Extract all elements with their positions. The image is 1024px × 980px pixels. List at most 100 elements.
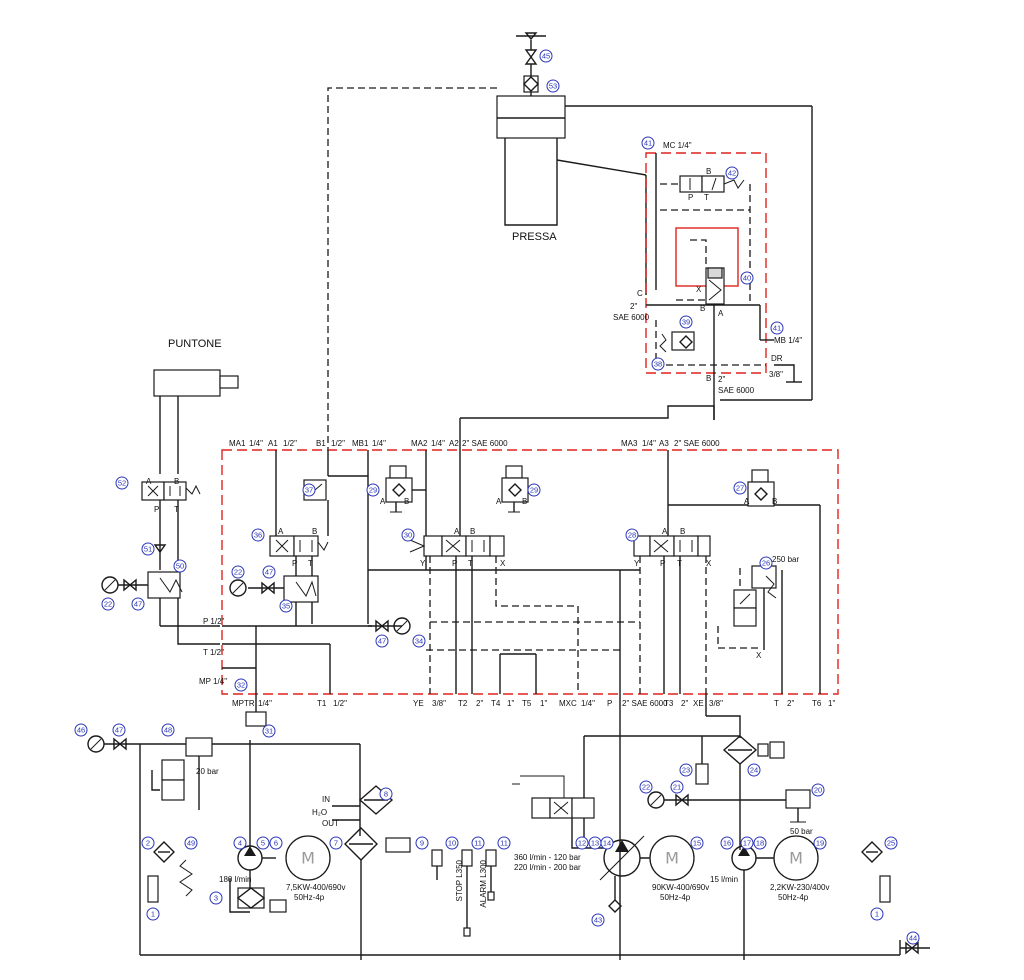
port-labels: MC 1/4" C 2" SAE 6000 MB 1/4" DR 3/8" B … [146,141,835,908]
balloon-52: 52 [115,476,129,490]
svg-text:B: B [706,374,711,383]
svg-text:1/4": 1/4" [642,439,656,448]
svg-text:A: A [718,309,724,318]
balloon-43: 43 [591,913,605,927]
balloon-27: 27 [733,481,747,495]
balloon-41: 41 [770,321,784,335]
svg-text:T: T [704,193,709,202]
balloon-8: 8 [379,787,393,801]
svg-text:2": 2" [718,375,725,384]
svg-text:1/4": 1/4" [581,699,595,708]
balloon-9: 9 [415,836,429,850]
svg-text:MB 1/4": MB 1/4" [774,336,802,345]
svg-text:5: 5 [261,839,265,848]
balloon-35: 35 [279,599,293,613]
svg-text:3/8": 3/8" [769,370,783,379]
balloon-20: 20 [811,783,825,797]
motor-90kw: M [649,835,695,881]
svg-text:B: B [700,304,705,313]
svg-text:14: 14 [603,839,611,848]
balloon-1: 1 [870,907,884,921]
svg-text:2" SAE 6000: 2" SAE 6000 [622,699,668,708]
svg-text:44: 44 [909,934,917,943]
balloon-4: 4 [233,836,247,850]
svg-text:M: M [789,849,803,868]
svg-text:21: 21 [673,783,681,792]
svg-text:P: P [154,505,159,514]
svg-text:1/4": 1/4" [258,699,272,708]
balloon-17: 17 [740,836,754,850]
svg-text:29: 29 [530,486,538,495]
svg-text:YE: YE [413,699,424,708]
svg-text:T: T [774,699,779,708]
svg-text:2,2KW-230/400v: 2,2KW-230/400v [770,883,829,892]
svg-text:B: B [522,497,527,506]
balloon-28: 28 [625,528,639,542]
pump-lines [245,694,811,960]
balloon-29: 29 [366,483,380,497]
svg-text:10: 10 [448,839,456,848]
svg-text:1": 1" [540,699,547,708]
svg-text:A: A [146,477,152,486]
svg-text:T2: T2 [458,699,468,708]
balloon-44: 44 [906,931,920,945]
balloon-15: 15 [690,836,704,850]
balloon-22: 22 [639,780,653,794]
svg-text:11: 11 [474,839,482,848]
svg-text:1": 1" [507,699,514,708]
svg-text:MA1: MA1 [229,439,246,448]
balloon-39: 39 [679,315,693,329]
svg-text:39: 39 [682,318,690,327]
svg-text:53: 53 [549,82,557,91]
balloon-12: 12 [575,836,589,850]
svg-text:A1: A1 [268,439,278,448]
balloon-18: 18 [753,836,767,850]
balloon-21: 21 [670,780,684,794]
svg-text:T: T [468,559,473,568]
svg-text:M: M [665,849,679,868]
balloon-29: 29 [527,483,541,497]
svg-text:26: 26 [762,559,770,568]
svg-text:22: 22 [642,783,650,792]
svg-text:DR: DR [771,354,783,363]
svg-text:B: B [680,527,685,536]
svg-text:28: 28 [628,531,636,540]
svg-text:50 bar: 50 bar [790,827,813,836]
svg-text:50Hz-4p: 50Hz-4p [294,893,325,902]
svg-text:A: A [380,497,386,506]
svg-text:1/2": 1/2" [331,439,345,448]
svg-text:B: B [772,497,777,506]
svg-text:T: T [174,505,179,514]
svg-text:9: 9 [420,839,424,848]
svg-text:49: 49 [187,839,195,848]
svg-text:31: 31 [265,727,273,736]
svg-text:220 l/min - 200 bar: 220 l/min - 200 bar [514,863,581,872]
svg-text:T: T [308,559,313,568]
pump-group-1: M [140,740,411,960]
svg-text:50: 50 [176,562,184,571]
svg-text:MPTR: MPTR [232,699,255,708]
svg-text:45: 45 [542,52,550,61]
svg-text:52: 52 [118,479,126,488]
svg-text:50Hz-4p: 50Hz-4p [778,893,809,902]
svg-text:18: 18 [756,839,764,848]
svg-text:T1: T1 [317,699,327,708]
svg-text:MA2: MA2 [411,439,428,448]
svg-text:2": 2" [476,699,483,708]
svg-text:15 l/min: 15 l/min [710,875,738,884]
svg-text:7: 7 [334,839,338,848]
svg-text:250 bar: 250 bar [772,555,799,564]
svg-text:B: B [174,477,179,486]
svg-text:B: B [404,497,409,506]
svg-text:1/4": 1/4" [249,439,263,448]
svg-text:41: 41 [773,324,781,333]
svg-text:36: 36 [254,531,262,540]
svg-text:43: 43 [594,916,602,925]
svg-text:2" SAE 6000: 2" SAE 6000 [462,439,508,448]
balloon-49: 49 [184,836,198,850]
balloon-30: 30 [401,528,415,542]
svg-text:2": 2" [787,699,794,708]
balloon-7: 7 [329,836,343,850]
svg-text:MB1: MB1 [352,439,369,448]
